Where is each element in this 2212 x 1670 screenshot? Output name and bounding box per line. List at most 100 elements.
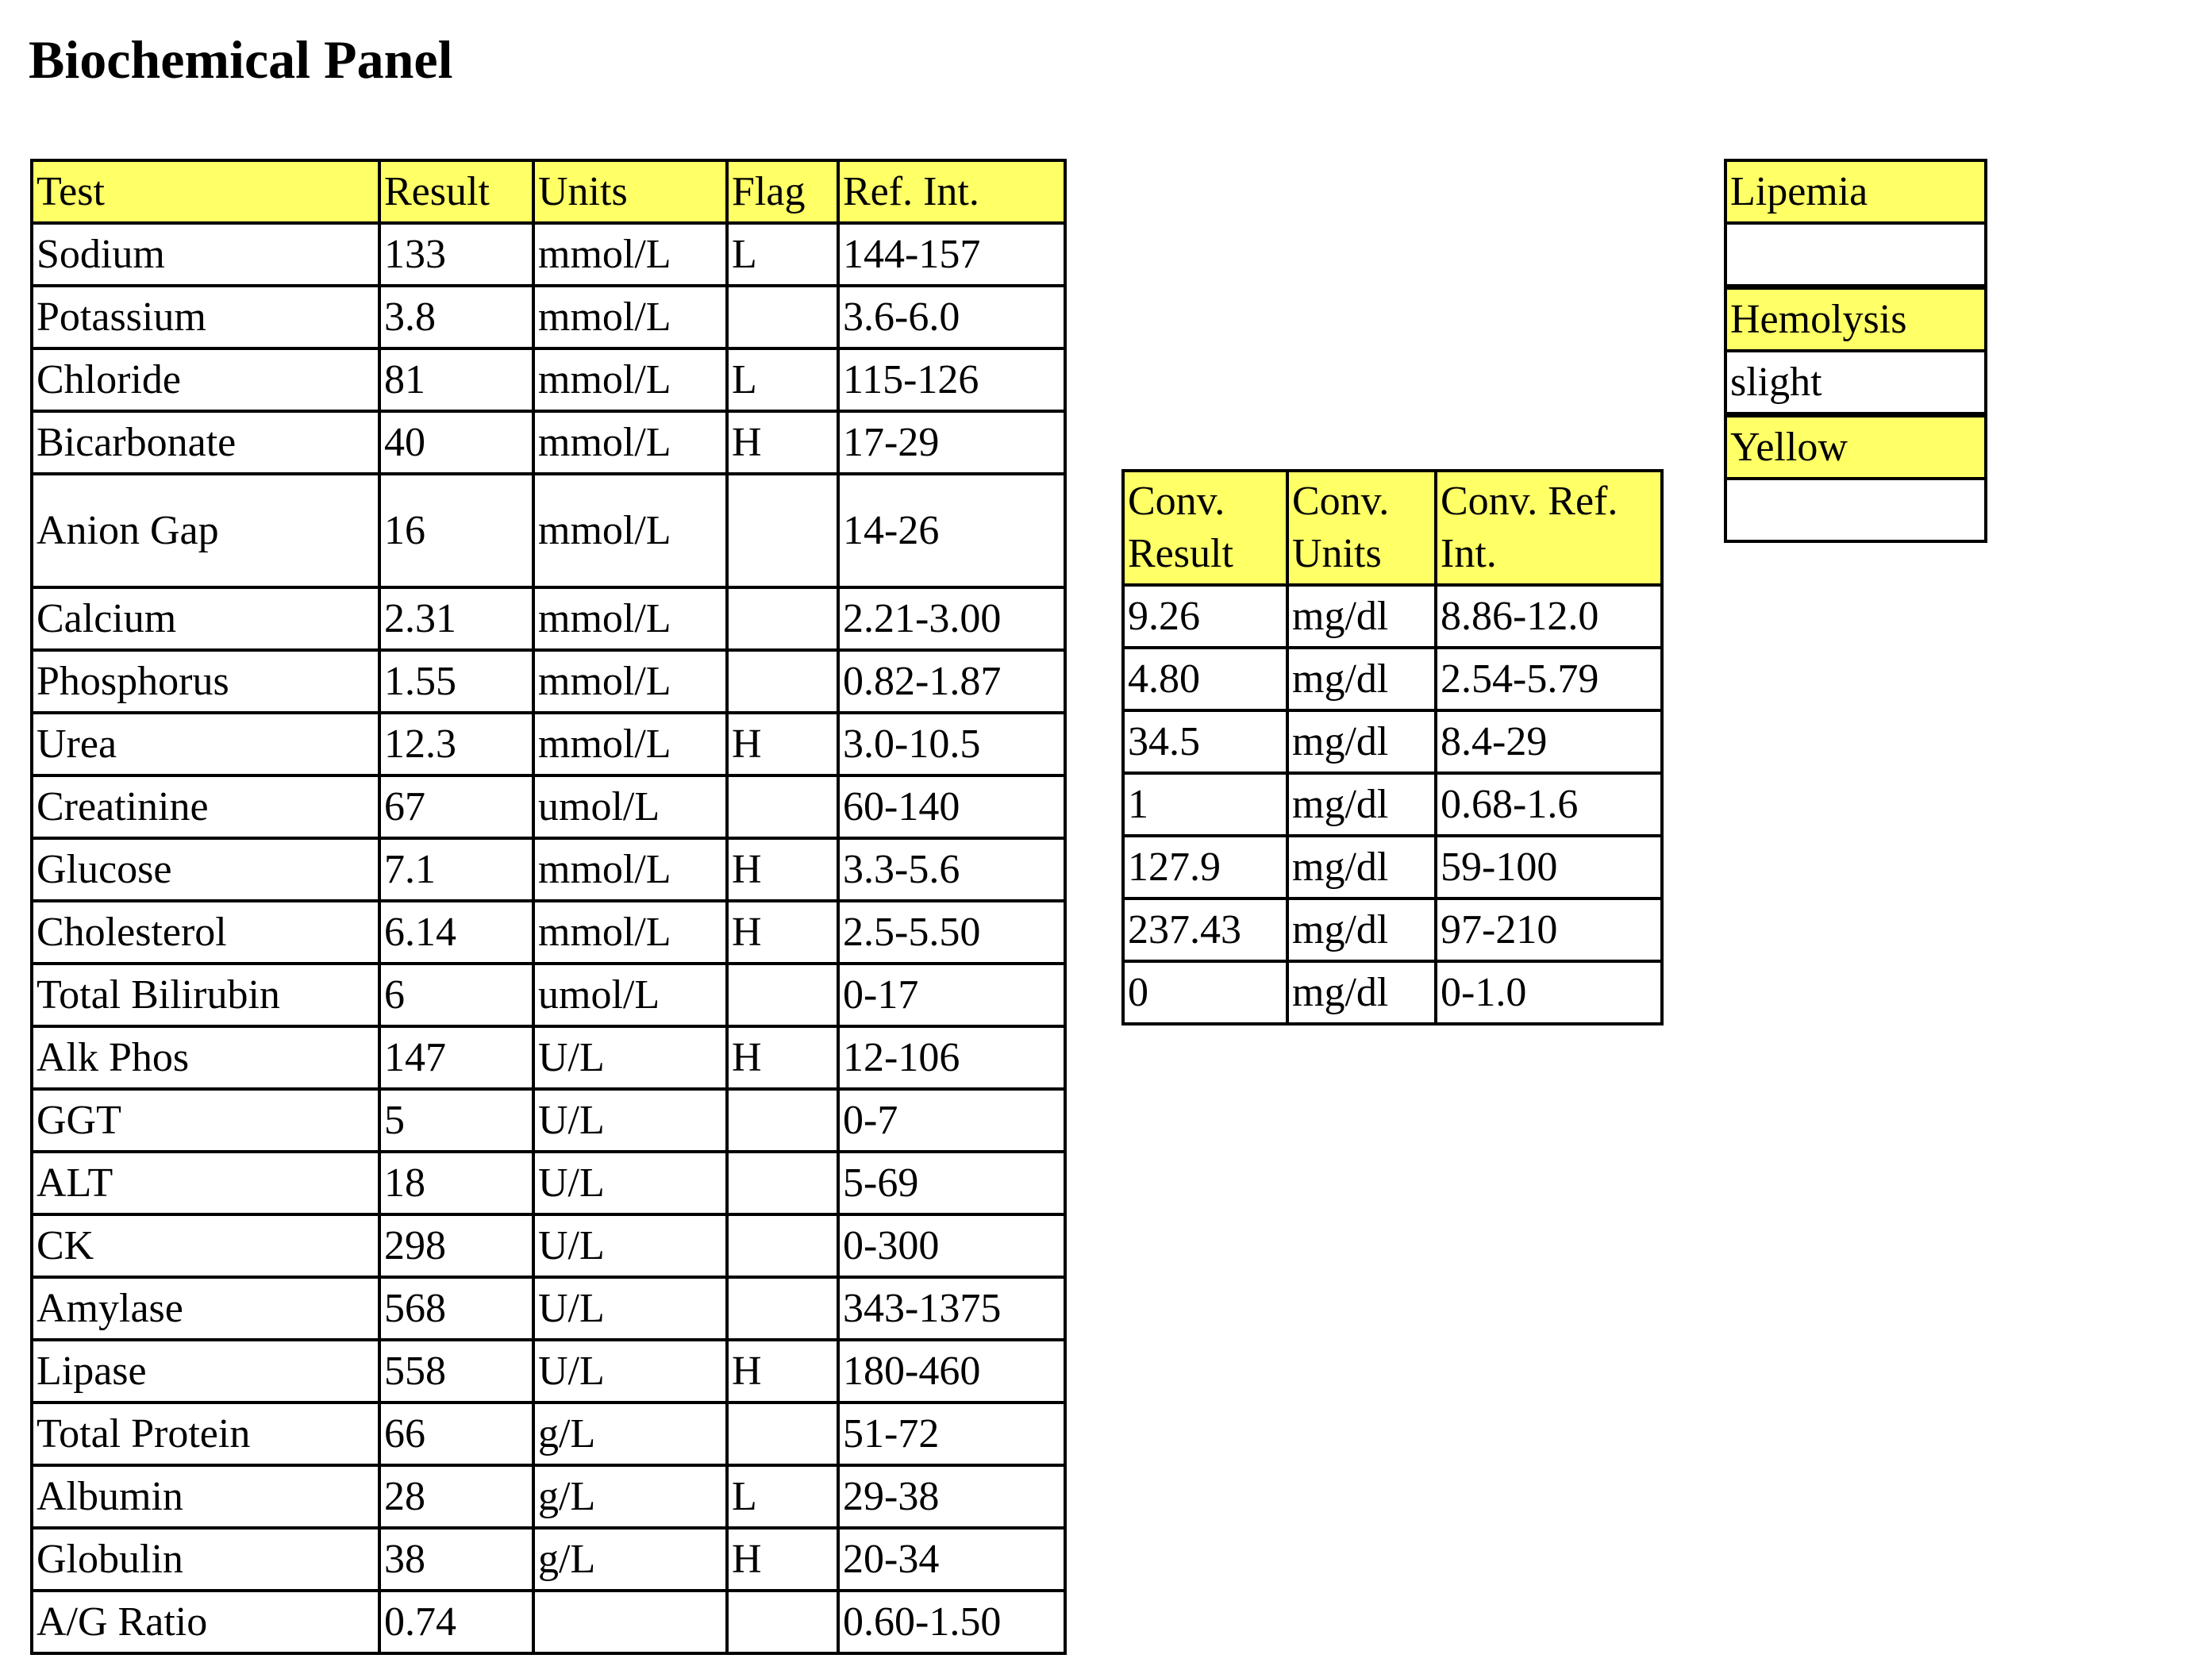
flag-cell <box>725 1087 840 1153</box>
ref-int-cell: 20-34 <box>837 1526 1067 1592</box>
header-conv-ref-int: Conv. Ref. Int. <box>1434 469 1664 587</box>
units-cell: mmol/L <box>532 347 729 413</box>
header-test: Test <box>30 159 381 225</box>
result-cell: 1.55 <box>378 648 535 714</box>
result-cell: 147 <box>378 1025 535 1091</box>
test-cell: Glucose <box>30 837 381 902</box>
units-cell: U/L <box>532 1087 729 1153</box>
color-box: Yellow <box>1724 414 1987 543</box>
units-cell: U/L <box>532 1025 729 1091</box>
result-cell: 81 <box>378 347 535 413</box>
test-cell: Chloride <box>30 347 381 413</box>
result-cell: 16 <box>378 472 535 589</box>
test-cell: ALT <box>30 1150 381 1216</box>
conv-result-cell: 9.26 <box>1121 583 1289 649</box>
conv-ref-int-cell: 8.86-12.0 <box>1434 583 1664 649</box>
conv-units-cell: mg/dl <box>1286 960 1437 1025</box>
flag-cell: H <box>725 410 840 475</box>
conv-ref-int-cell: 59-100 <box>1434 834 1664 900</box>
units-cell: mmol/L <box>532 648 729 714</box>
result-cell: 7.1 <box>378 837 535 902</box>
units-cell: mmol/L <box>532 472 729 589</box>
units-cell: mmol/L <box>532 711 729 777</box>
hemolysis-value: slight <box>1724 349 1987 415</box>
ref-int-cell: 2.5-5.50 <box>837 899 1067 965</box>
flag-cell: H <box>725 837 840 902</box>
ref-int-cell: 29-38 <box>837 1464 1067 1530</box>
result-cell: 133 <box>378 221 535 287</box>
test-cell: Total Protein <box>30 1401 381 1467</box>
flag-cell <box>725 1150 840 1216</box>
flag-cell <box>725 1276 840 1341</box>
header-conv-units: Conv. Units <box>1286 469 1437 587</box>
ref-int-cell: 0-300 <box>837 1213 1067 1279</box>
result-cell: 2.31 <box>378 586 535 652</box>
test-cell: CK <box>30 1213 381 1279</box>
conv-result-cell: 4.80 <box>1121 646 1289 712</box>
test-cell: Urea <box>30 711 381 777</box>
test-cell: Total Bilirubin <box>30 962 381 1028</box>
ref-int-cell: 0-17 <box>837 962 1067 1028</box>
conv-ref-int-cell: 97-210 <box>1434 897 1664 963</box>
units-cell: umol/L <box>532 774 729 840</box>
test-cell: Amylase <box>30 1276 381 1341</box>
result-cell: 0.74 <box>378 1589 535 1655</box>
color-value <box>1724 477 1987 543</box>
conv-units-cell: mg/dl <box>1286 646 1437 712</box>
ref-int-cell: 3.3-5.6 <box>837 837 1067 902</box>
result-cell: 558 <box>378 1338 535 1404</box>
flag-cell <box>725 284 840 350</box>
test-cell: GGT <box>30 1087 381 1153</box>
result-cell: 18 <box>378 1150 535 1216</box>
result-cell: 6.14 <box>378 899 535 965</box>
result-cell: 6 <box>378 962 535 1028</box>
flag-cell <box>725 586 840 652</box>
ref-int-cell: 343-1375 <box>837 1276 1067 1341</box>
conv-ref-int-cell: 8.4-29 <box>1434 709 1664 775</box>
flag-cell <box>725 1401 840 1467</box>
ref-int-cell: 180-460 <box>837 1338 1067 1404</box>
conv-units-cell: mg/dl <box>1286 897 1437 963</box>
ref-int-cell: 5-69 <box>837 1150 1067 1216</box>
header-ref-int: Ref. Int. <box>837 159 1067 225</box>
units-cell: umol/L <box>532 962 729 1028</box>
conv-result-cell: 127.9 <box>1121 834 1289 900</box>
test-cell: Bicarbonate <box>30 410 381 475</box>
test-cell: Albumin <box>30 1464 381 1530</box>
ref-int-cell: 2.21-3.00 <box>837 586 1067 652</box>
flag-cell: L <box>725 347 840 413</box>
conv-units-cell: mg/dl <box>1286 709 1437 775</box>
units-cell: mmol/L <box>532 899 729 965</box>
ref-int-cell: 3.0-10.5 <box>837 711 1067 777</box>
flag-cell: H <box>725 1025 840 1091</box>
units-cell: mmol/L <box>532 586 729 652</box>
test-cell: Calcium <box>30 586 381 652</box>
units-cell: U/L <box>532 1276 729 1341</box>
ref-int-cell: 12-106 <box>837 1025 1067 1091</box>
result-cell: 40 <box>378 410 535 475</box>
flag-cell: H <box>725 1526 840 1592</box>
conv-ref-int-cell: 2.54-5.79 <box>1434 646 1664 712</box>
header-conv-result: Conv. Result <box>1121 469 1289 587</box>
conv-ref-int-cell: 0.68-1.6 <box>1434 772 1664 837</box>
